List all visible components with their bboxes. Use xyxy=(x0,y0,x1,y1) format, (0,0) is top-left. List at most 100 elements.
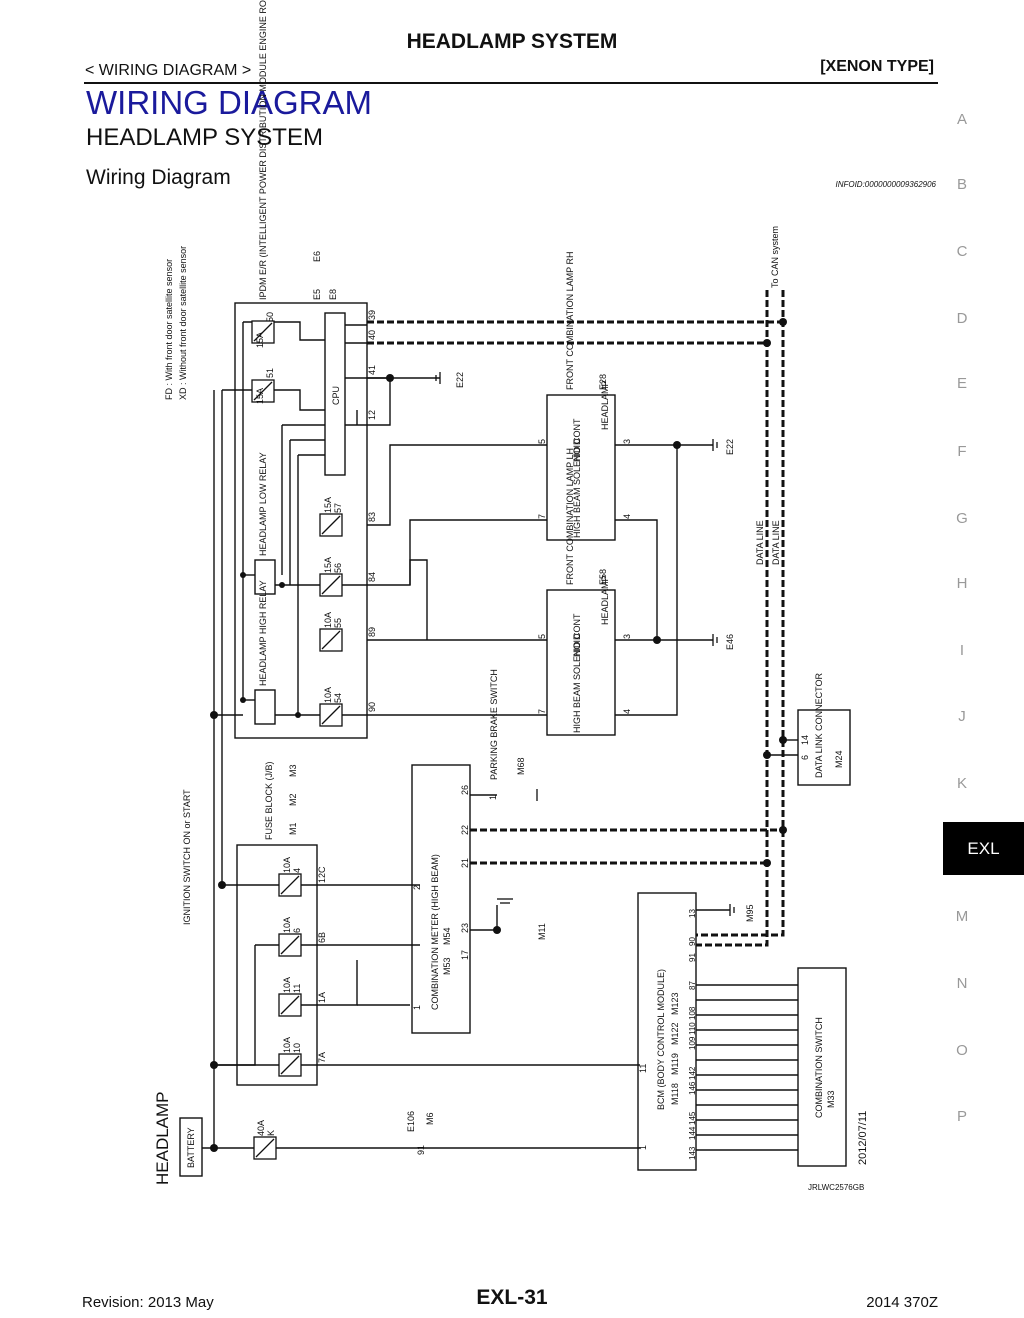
variant-label: [XENON TYPE] xyxy=(820,58,934,75)
fb-pin-1a: 1A xyxy=(317,992,327,1003)
index-tab-k[interactable]: K xyxy=(956,775,967,792)
lamp-rh-pin-3: 3 xyxy=(622,439,632,444)
fusible-link-no: K xyxy=(266,1130,276,1136)
fuse-50-no: 50 xyxy=(265,312,275,322)
fuse-51-no: 51 xyxy=(265,368,275,378)
comb-switch-box xyxy=(797,967,847,1167)
bcm-pin-1: 1 xyxy=(638,1145,648,1150)
meter-pin-1: 1 xyxy=(412,1005,422,1010)
section-title: WIRING DIAGRAM xyxy=(86,84,372,121)
comb-switch-label: COMBINATION SWITCH xyxy=(814,1017,824,1118)
battery-label: BATTERY xyxy=(186,1127,196,1168)
index-tab-n[interactable]: N xyxy=(956,975,968,992)
index-tab-m[interactable]: M xyxy=(955,908,969,925)
meter-box xyxy=(411,764,471,1034)
breadcrumb[interactable]: < WIRING DIAGRAM > xyxy=(85,62,252,79)
cpu-box xyxy=(324,312,346,476)
cpu-label: CPU xyxy=(331,386,341,405)
index-tab-j[interactable]: J xyxy=(958,708,966,725)
meter-pin-23: 23 xyxy=(460,923,470,933)
ignition-label: IGNITION SWITCH ON or START xyxy=(182,789,192,925)
index-tab-c[interactable]: C xyxy=(956,243,968,260)
lamp-lh-ground: E46 xyxy=(725,634,735,650)
index-tab-i[interactable]: I xyxy=(959,642,965,659)
m6-conn: M6 xyxy=(425,1112,435,1125)
fuse-51-amp: 15A xyxy=(255,388,265,404)
svg-text:FD : With front door satellite: FD : With front door satellite sensor xyxy=(164,259,174,400)
diagram-code: JRLWC2576GB xyxy=(808,1183,864,1192)
bcm-pin-146: 146 xyxy=(688,1081,697,1095)
legend-xd-text: : Without front door satellite sensor xyxy=(178,246,188,385)
lamp-lh-pin-5: 5 xyxy=(537,634,547,639)
index-tab-h[interactable]: H xyxy=(956,575,968,592)
index-tab-exl-active[interactable]: EXL xyxy=(943,822,1024,875)
fuse-54-no: 54 xyxy=(333,693,343,703)
bcm-pin-13: 13 xyxy=(688,909,697,918)
meter-pin-26: 26 xyxy=(460,785,470,795)
section-subtitle: HEADLAMP SYSTEM xyxy=(86,124,323,151)
fb-fuse-4-amp: 10A xyxy=(282,857,292,873)
index-tab-f[interactable]: F xyxy=(957,443,967,460)
fb-fuse-10-no: 10 xyxy=(292,1043,302,1053)
bcm-ground: M95 xyxy=(745,904,755,922)
lamp-lh-pin-4: 4 xyxy=(622,709,632,714)
index-tab-g[interactable]: G xyxy=(956,510,968,527)
lamp-rh-label: FRONT COMBINATION LAMP RH xyxy=(565,251,575,390)
section-subsubtitle: Wiring Diagram xyxy=(86,166,231,189)
fuse-56-no: 56 xyxy=(333,563,343,573)
lamp-rh-headlamp: HEADLAMP xyxy=(600,380,610,430)
fb-fuse-6-amp: 10A xyxy=(282,917,292,933)
fuse-55-no: 55 xyxy=(333,618,343,628)
fb-fuse-4-no: 4 xyxy=(292,868,302,873)
ipdm-conn-e6: E6 xyxy=(312,251,322,262)
lamp-rh-hid: HID CONT xyxy=(572,418,582,462)
bcm-pin-11: 11 xyxy=(638,1064,648,1073)
bcm-pin-group: 13 90 91 87 108 110 109 142 146 145 144 … xyxy=(688,909,697,1160)
lamp-rh-conn: E28 xyxy=(598,374,608,390)
footer-page: EXL-31 xyxy=(476,1286,548,1309)
fuse-block-box xyxy=(236,844,318,1086)
header-rule xyxy=(84,82,938,84)
index-tab-e[interactable]: E xyxy=(956,375,967,392)
legend-xd-code: XD xyxy=(178,387,188,400)
index-tab-o[interactable]: O xyxy=(956,1042,968,1059)
legend-fd-code: FD xyxy=(164,388,174,400)
footer-revision: Revision: 2013 May xyxy=(82,1294,214,1311)
data-line-2: DATA LINE xyxy=(771,520,781,565)
index-tab-p[interactable]: P xyxy=(956,1108,967,1125)
parking-brake-conn: M68 xyxy=(516,757,526,775)
fuse-54-amp: 10A xyxy=(323,687,333,703)
lamp-rh-solenoid: HIGH BEAM SOLENOID xyxy=(572,438,582,538)
fuse-57-amp: 15A xyxy=(323,497,333,513)
svg-text:XD : Without front door satell: XD : Without front door satellite sensor xyxy=(178,246,188,400)
index-tab-d[interactable]: D xyxy=(956,310,968,327)
fuse-56-amp: 15A xyxy=(323,557,333,573)
lamp-lh-headlamp: HEADLAMP xyxy=(600,575,610,625)
bcm-conn-m123: M123 xyxy=(670,992,680,1015)
relay-low-label: HEADLAMP LOW RELAY xyxy=(258,452,268,556)
index-tab-b[interactable]: B xyxy=(956,176,967,193)
bcm-pin-145: 145 xyxy=(688,1111,697,1125)
page-header-title: HEADLAMP SYSTEM xyxy=(406,30,618,53)
ipdm-pin-83: 83 xyxy=(367,512,377,522)
bcm-conn-m119: M119 xyxy=(670,1053,680,1075)
bcm-conn-m118: M118 xyxy=(670,1083,680,1105)
relay-high-label: HEADLAMP HIGH RELAY xyxy=(258,580,268,686)
e106-pin: 91 xyxy=(416,1145,426,1155)
lamp-rh-pin-4: 4 xyxy=(622,514,632,519)
ipdm-box xyxy=(234,302,368,739)
fb-pin-6b: 6B xyxy=(317,932,327,943)
ipdm-pin-12: 12 xyxy=(367,410,377,420)
meter-pin-22: 22 xyxy=(460,825,470,835)
parking-brake-pin: 1 xyxy=(488,795,498,800)
fuse-block-conn-m2: M2 xyxy=(288,793,298,806)
index-tab-a[interactable]: A xyxy=(956,111,967,128)
meter-conn-m53: M53 xyxy=(442,957,452,975)
bcm-pin-87: 87 xyxy=(688,981,697,990)
fusible-link-amp: 40A xyxy=(256,1120,266,1136)
bcm-pin-143: 143 xyxy=(688,1146,697,1160)
fb-pin-7a: 7A xyxy=(317,1052,327,1063)
bcm-pin-91: 91 xyxy=(688,953,697,962)
dlc-pin-14: 14 xyxy=(800,735,810,745)
